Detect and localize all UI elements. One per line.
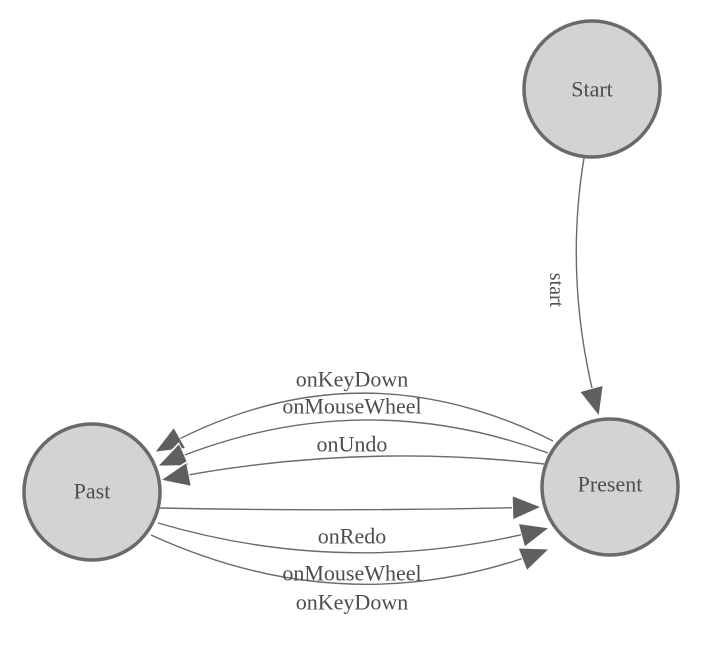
edge-present-to-past-onmousewheel — [158, 419, 549, 466]
edge-start-to-present — [575, 157, 599, 416]
node-label-past: Past — [74, 479, 111, 504]
state-node-present: Present — [540, 417, 680, 557]
state-node-start-circle — [522, 19, 662, 159]
state-node-start: Start — [522, 19, 662, 159]
edge-past-to-present-onkeydown — [150, 534, 549, 585]
edge-past-to-present-onredo — [158, 507, 541, 510]
edge-label-onkeydown-top: onKeyDown — [296, 367, 408, 392]
node-label-start: Start — [571, 77, 613, 102]
edge-past-to-present-onmousewheel — [157, 523, 549, 554]
edges-layer — [150, 157, 599, 585]
node-label-present: Present — [578, 472, 643, 497]
edge-label-onredo: onRedo — [318, 524, 386, 549]
edge-present-to-past-onundo — [161, 455, 545, 480]
edge-label-onmousewheel-bottom: onMouseWheel — [282, 561, 421, 586]
state-node-past-circle — [22, 422, 162, 562]
state-node-past: Past — [22, 422, 162, 562]
edge-present-to-past-onkeydown — [155, 392, 554, 452]
edge-label-onmousewheel-top: onMouseWheel — [282, 394, 421, 419]
edge-label-onkeydown-bottom: onKeyDown — [296, 590, 408, 615]
state-node-present-circle — [540, 417, 680, 557]
edge-label-start: start — [545, 273, 567, 308]
edge-label-onundo: onUndo — [317, 432, 388, 457]
edge-labels-layer: start onKeyDown onMouseWheel onUndo onRe… — [282, 273, 567, 615]
